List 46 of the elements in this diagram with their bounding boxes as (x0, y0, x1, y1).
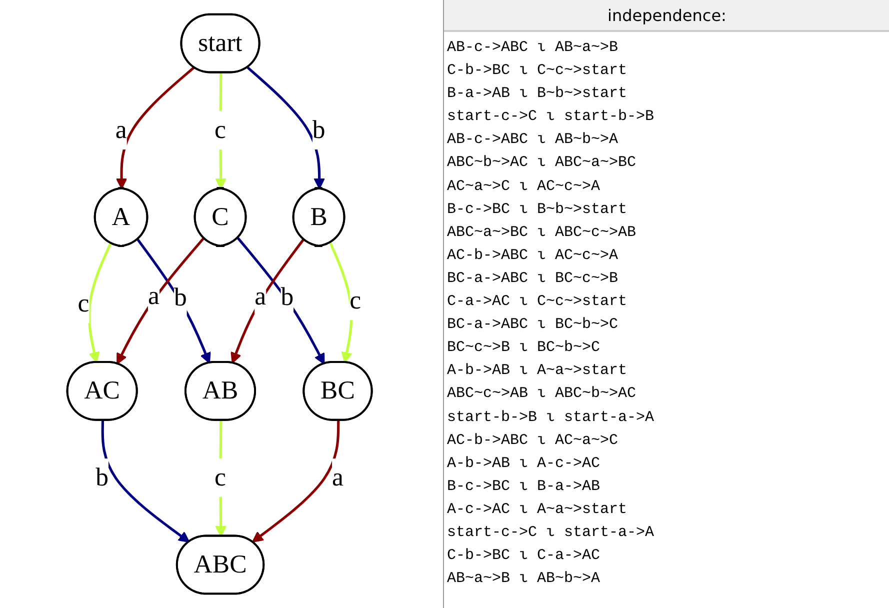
edge-label: c (350, 286, 362, 316)
independence-line: start-c->C ι start-b->B (447, 107, 654, 128)
edge-label: b (281, 282, 294, 312)
independence-line: BC-a->ABC ι BC~c~>B (447, 268, 618, 289)
arrow (88, 242, 112, 364)
independence-line: AC-b->ABC ι AC~c~>A (447, 246, 618, 266)
edge-label: a (255, 282, 266, 312)
independence-line: A-b->AB ι A~a~>start (447, 361, 628, 382)
independence-line: AB~a~>B ι AB~b~>A (447, 569, 600, 590)
independence-line: start-c->C ι start-a->A (447, 522, 654, 543)
independence-line: ABC~a~>BC ι ABC~c~>AB (447, 222, 636, 243)
edge-label: b (174, 283, 188, 312)
edge-label: a (148, 282, 160, 311)
arrow (252, 420, 340, 543)
independence-line: AC-b->ABC ι AC~a~>C (447, 430, 618, 451)
edge-label: c (214, 116, 226, 144)
independence-line: B-c->BC ι B-a->AB (447, 476, 600, 497)
independence-line: C-a->AC ι C~c~>start (447, 292, 628, 312)
independence-line: A-c->AC ι A~a~>start (447, 500, 628, 520)
independence-line: BC-a->ABC ι BC~b~>C (447, 315, 618, 336)
independence-line: ABC~c~>AB ι ABC~b~>AC (447, 384, 636, 404)
independence-line: ABC~b~>AC ι ABC~a~>BC (447, 153, 636, 174)
edge-label: c (214, 464, 226, 492)
independence-line: AC~a~>C ι AC~c~>A (447, 176, 600, 197)
arrow (247, 66, 326, 190)
arrow (231, 238, 306, 364)
independence-line: AB-c->ABC ι AB~a~>B (447, 38, 618, 58)
edge-label: a (116, 116, 128, 144)
edge-label: b (96, 464, 109, 492)
edge-label: b (312, 116, 326, 144)
arrow (137, 238, 212, 364)
independence-line: start-b->B ι start-a->A (447, 408, 654, 428)
edge-label: c (78, 290, 90, 318)
independence-line: C-b->BC ι C-a->AC (447, 546, 600, 566)
independence-line: B-a->AB ι B~b~>start (447, 84, 628, 104)
independence-line: AB-c->ABC ι AB~b~>A (447, 130, 618, 150)
arrow (102, 420, 190, 543)
arrow (116, 66, 196, 190)
independence-line: BC~c~>B ι BC~b~>C (447, 338, 600, 358)
edge-label: a (332, 464, 344, 492)
independence-line: A-b->AB ι A-c->AC (447, 454, 600, 474)
independence-line: C-b->BC ι C~c~>start (447, 61, 628, 82)
arrow (237, 237, 326, 365)
arrow (117, 237, 206, 364)
panel-heading: independence: (608, 6, 726, 25)
independence-line: B-c->BC ι B~b~>start (447, 200, 628, 220)
